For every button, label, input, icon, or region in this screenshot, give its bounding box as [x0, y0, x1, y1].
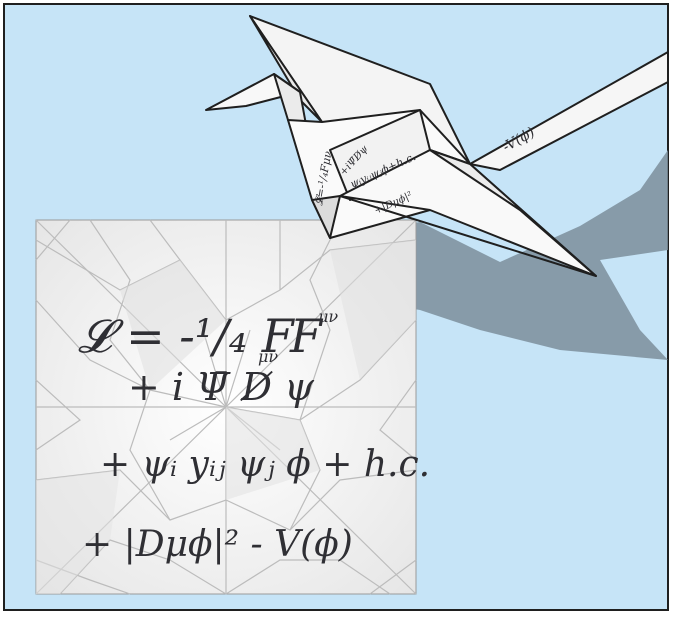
- lagrangian-text: 𝓛 = -¹/₄ F μν F μν + i Ψ̄ D̸ ψ + ψᵢ yᵢⱼ …: [78, 307, 430, 565]
- lagrangian-line-1-tail: F: [289, 309, 324, 363]
- unfolded-sheet: [35, 219, 417, 595]
- crane-tail: [469, 51, 669, 171]
- lagrangian-line-3: + ψᵢ yᵢⱼ ψⱼ ϕ + h.c.: [100, 444, 430, 485]
- lagrangian-line-1-superscript: μν: [318, 307, 338, 326]
- lagrangian-line-2: + i Ψ̄ D̸ ψ: [128, 365, 315, 409]
- origami-crane: [205, 15, 669, 277]
- lagrangian-line-4: + |Dμϕ|² - V(ϕ): [82, 524, 353, 565]
- lagrangian-line-1-subscript: μν: [258, 347, 278, 366]
- lagrangian-line-1: 𝓛 = -¹/₄ F: [78, 309, 296, 363]
